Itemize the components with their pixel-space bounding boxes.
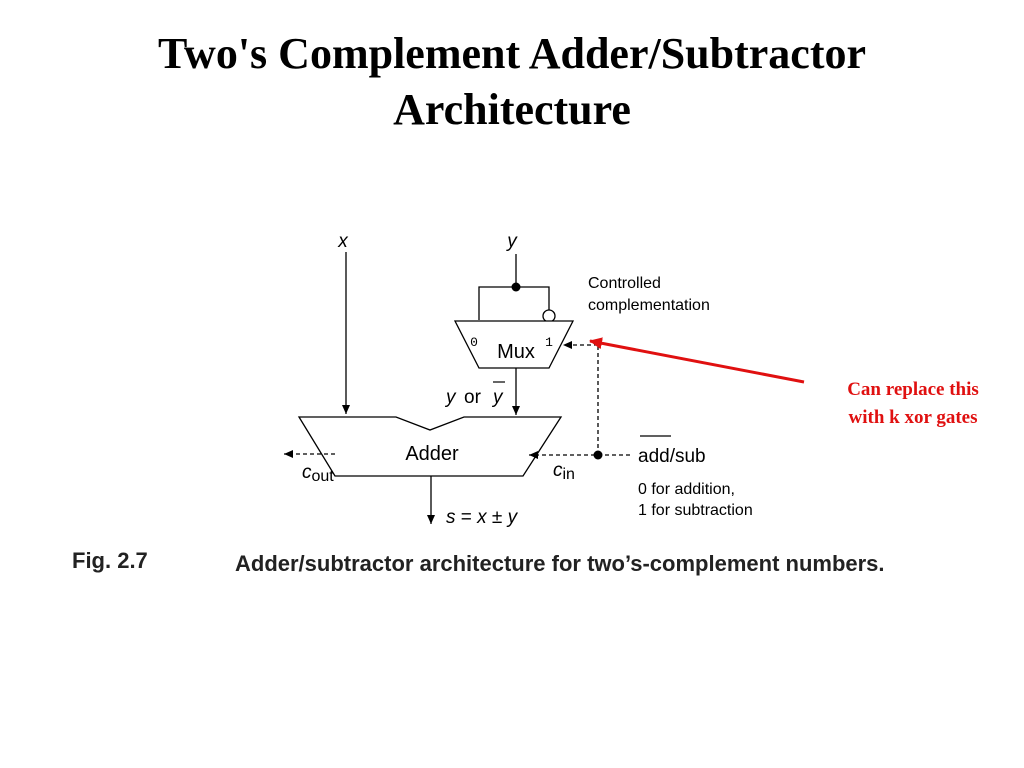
- cout-sub: out: [312, 468, 335, 485]
- cin-main: c: [553, 460, 563, 481]
- or-label: or: [464, 387, 482, 408]
- input-x-label: x: [337, 231, 349, 252]
- cout-main: c: [302, 462, 312, 483]
- control-junction-dot: [593, 450, 603, 460]
- figure-caption-text: Adder/subtractor architecture for two’s-…: [235, 551, 885, 576]
- cout-label: cout: [302, 462, 334, 485]
- cin-sub: in: [563, 466, 575, 483]
- annotation-line1: Can replace this: [847, 379, 979, 400]
- sum-pm: ±: [487, 507, 508, 528]
- y-junction-dot: [511, 282, 521, 292]
- sum-label: s = x ± y: [446, 507, 519, 528]
- mux-input0-label: 0: [470, 335, 478, 350]
- y-input-wires: [478, 254, 550, 320]
- slide-title: Two's Complement Adder/Subtractor Archit…: [0, 26, 1024, 138]
- slide-title-line1: Two's Complement Adder/Subtractor: [157, 29, 867, 78]
- controlled-label-line2: complementation: [588, 297, 710, 314]
- cin-label: cin: [553, 460, 575, 483]
- controlled-label-line1: Controlled: [588, 275, 661, 292]
- y-or-y-label: y: [444, 387, 457, 408]
- input-y-label: y: [505, 231, 518, 252]
- addsub-note-line1: 0 for addition,: [638, 481, 735, 498]
- mux-input1-label: 1: [545, 335, 553, 350]
- annotation-note: Can replace this with k xor gates: [808, 376, 1018, 432]
- mux-block: [453, 320, 575, 369]
- sum-eq: =: [456, 507, 478, 528]
- ybar-label: y: [491, 387, 504, 408]
- addsub-label: add/sub: [638, 446, 706, 467]
- sum-x: x: [476, 507, 488, 528]
- adder-label: Adder: [405, 443, 459, 465]
- slide-title-line2: Architecture: [393, 85, 631, 134]
- annotation-arrow: [589, 337, 805, 384]
- adder-block: [297, 416, 563, 477]
- addsub-note-line2: 1 for subtraction: [638, 502, 753, 519]
- figure-number: Fig. 2.7: [72, 548, 148, 573]
- annotation-line2: with k xor gates: [848, 407, 978, 428]
- sum-s: s: [446, 507, 456, 528]
- inverter-bubble-icon: [542, 309, 556, 323]
- sum-y: y: [506, 507, 519, 528]
- y-or-ybar-label: y or y: [444, 381, 505, 408]
- mux-label: Mux: [497, 341, 535, 363]
